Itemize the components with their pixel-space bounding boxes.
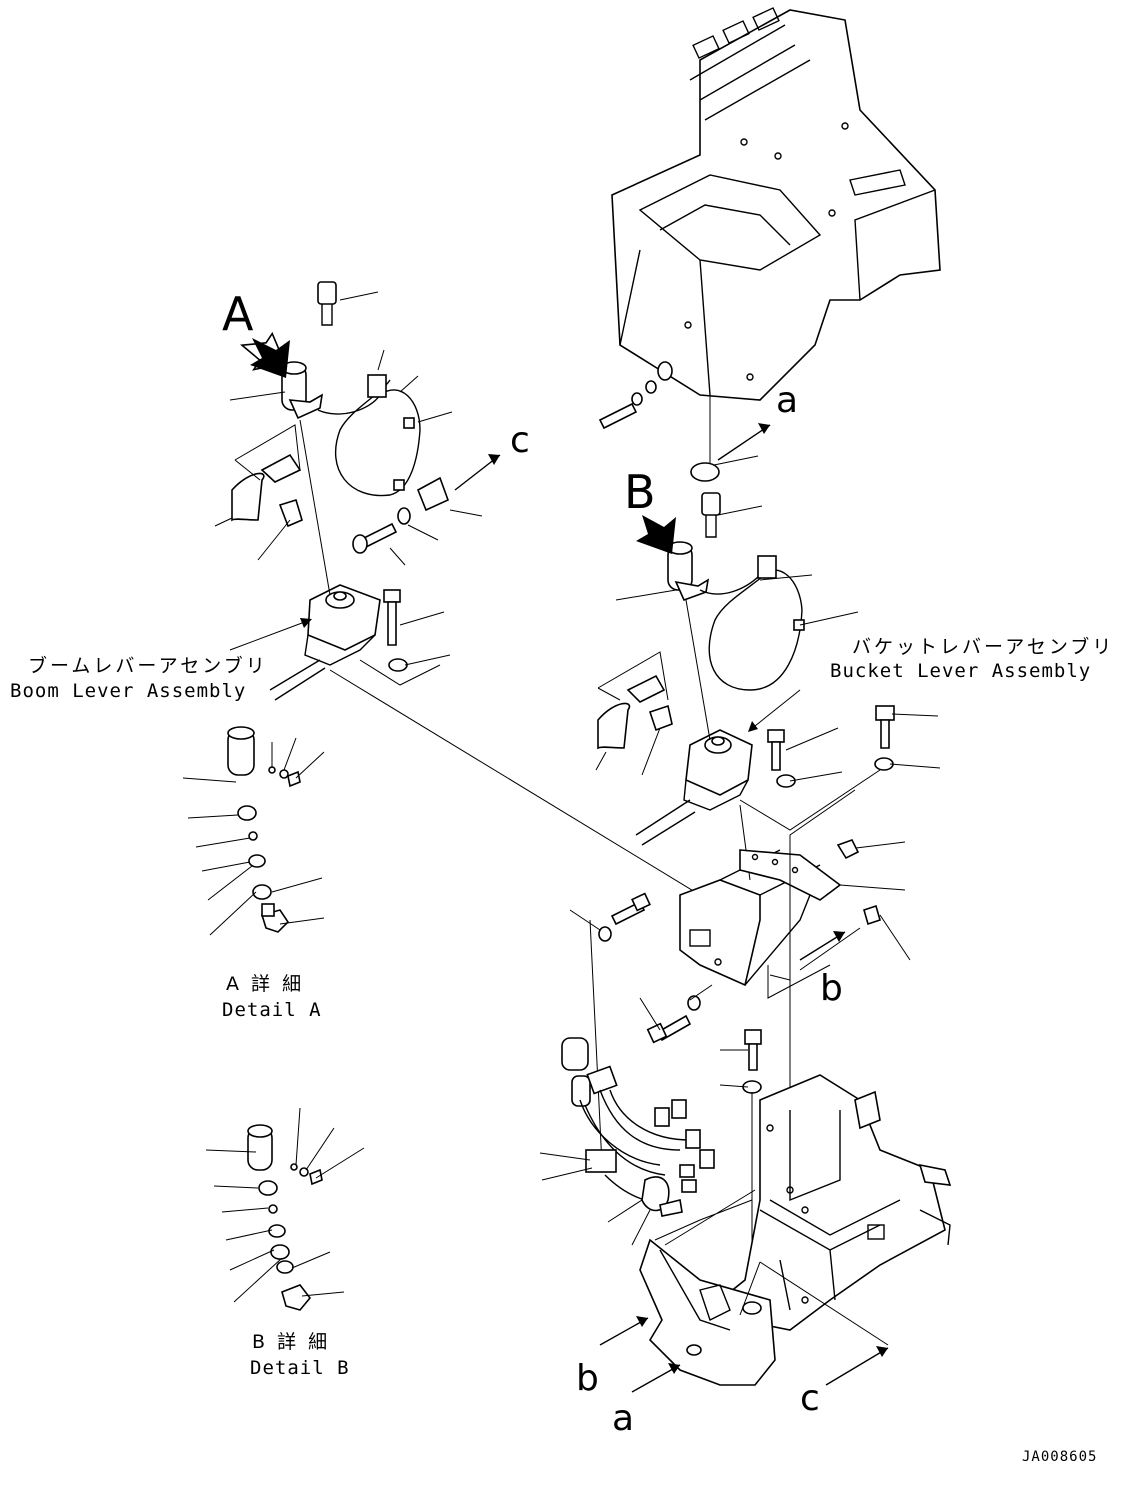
- ref-a-top: a: [776, 380, 798, 421]
- detail-A-jp: A 詳 細: [226, 973, 304, 995]
- drawing-code: JA008605: [1022, 1449, 1097, 1465]
- detail-B-leaders: [205, 1107, 365, 1303]
- detail-B-parts: [247, 1124, 323, 1311]
- bucket-bracket-bolt: [874, 705, 895, 771]
- detail-B-jp: B 詳 細: [252, 1331, 330, 1353]
- boom-lever-knob: [281, 361, 324, 420]
- boom-valve-bolt: [383, 589, 408, 672]
- boom-top-bolt: [317, 281, 337, 305]
- bucket-top-bolt: [701, 492, 721, 516]
- cover-grommet: [690, 462, 720, 482]
- bucket-leaders: [595, 455, 941, 782]
- boom-harness: [317, 374, 421, 497]
- detail-A-parts: [227, 726, 301, 933]
- harness-leaders: [539, 1152, 756, 1246]
- boom-leaders: [214, 291, 483, 666]
- lower-frame: [718, 1074, 952, 1331]
- boom-lever-valve: [269, 584, 381, 701]
- boom-assembly-jp: ブームレバーアセンブリ: [28, 654, 268, 677]
- cover-screw: [598, 361, 673, 430]
- lever-stand-bracket: [679, 839, 881, 987]
- detail-A-leaders: [182, 737, 325, 936]
- ref-a-bottom: a: [612, 1398, 634, 1439]
- boom-clip: [416, 476, 450, 512]
- bucket-valve-bolt: [767, 729, 796, 788]
- stand-leaders: [569, 789, 911, 1088]
- boom-boot: [231, 453, 303, 528]
- bucket-harness: [699, 555, 805, 691]
- boom-bolt: [352, 507, 411, 554]
- ref-c-bottom: c: [800, 1378, 820, 1419]
- bucket-assembly-en: Bucket Lever Assembly: [830, 660, 1091, 682]
- bucket-lever-valve: [635, 729, 753, 846]
- main-wiring-harness: [561, 1037, 715, 1217]
- bucket-assembly-jp: バケットレバーアセンブリ: [852, 635, 1114, 658]
- ref-c-top: c: [510, 420, 530, 461]
- console-cover: [611, 7, 941, 401]
- bucket-boot: [597, 674, 673, 750]
- arrow-B: [636, 515, 676, 554]
- ref-b-bottom: b: [576, 1358, 599, 1399]
- detail-A-en: Detail A: [222, 999, 322, 1021]
- detail-B-en: Detail B: [250, 1357, 350, 1379]
- boom-assembly-en: Boom Lever Assembly: [10, 680, 246, 702]
- label-B: B: [624, 465, 656, 519]
- label-A: A: [222, 287, 254, 341]
- reference-arrows: [454, 423, 889, 1393]
- ref-b-mid: b: [820, 968, 843, 1009]
